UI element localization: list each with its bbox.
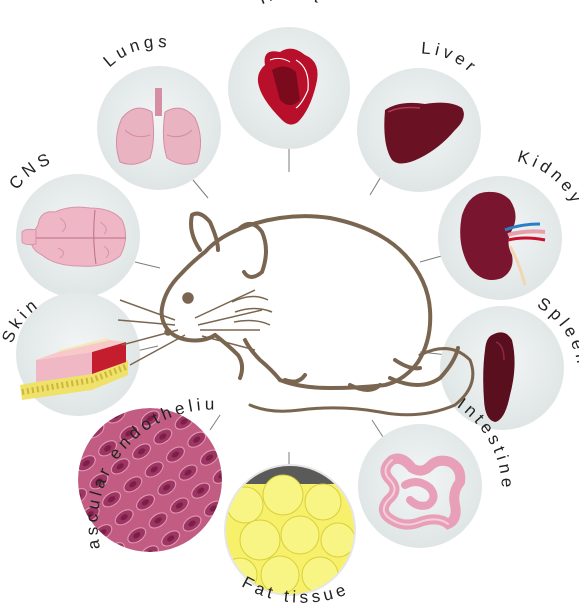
liver-node bbox=[357, 68, 481, 192]
label-heart: Heart bbox=[256, 0, 327, 8]
mouse-illustration bbox=[162, 214, 473, 415]
intestine-node bbox=[358, 424, 482, 548]
cns-node bbox=[16, 174, 140, 298]
kidney-node bbox=[438, 176, 562, 300]
heart-node bbox=[228, 27, 350, 149]
label-lungs: Lungs bbox=[100, 32, 172, 71]
mouse-details bbox=[118, 290, 272, 365]
fat-tissue-icon bbox=[220, 460, 360, 600]
fat-node bbox=[220, 460, 360, 600]
lungs-node bbox=[97, 66, 221, 190]
